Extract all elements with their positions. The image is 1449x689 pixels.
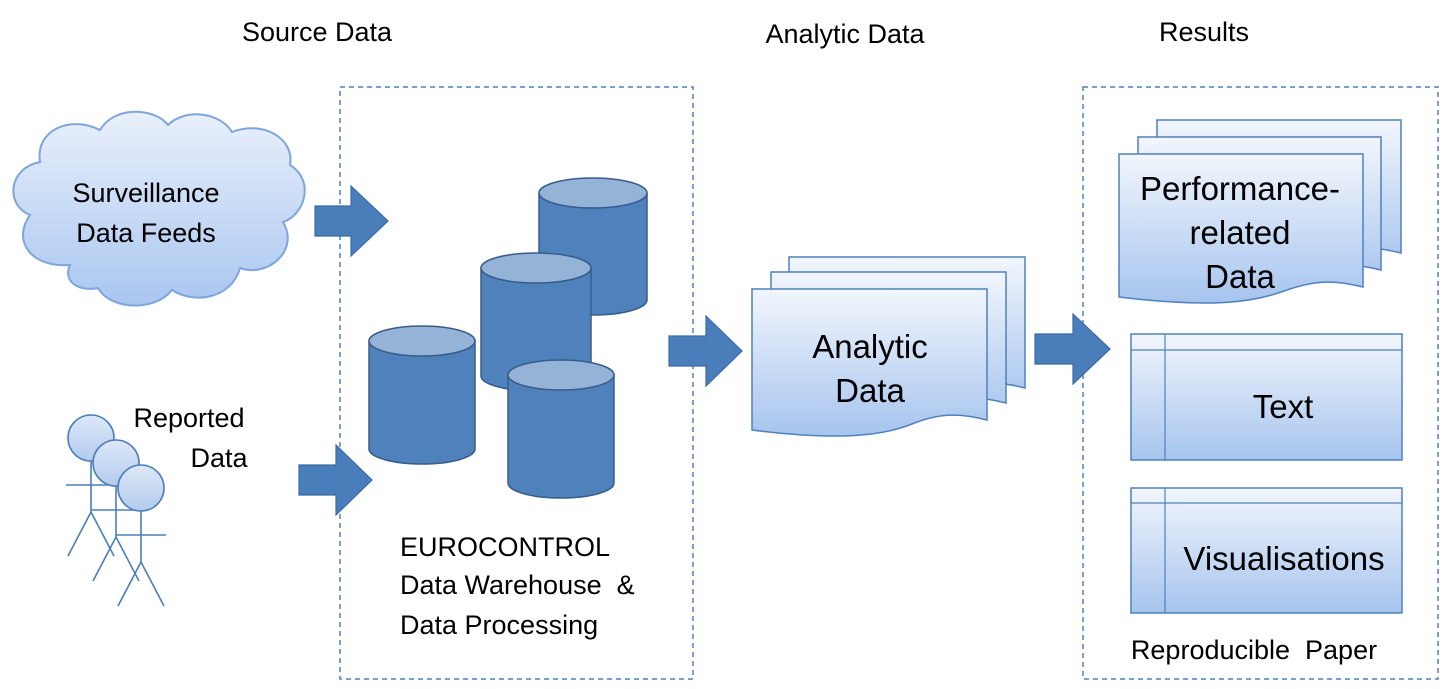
performance-label-line3: Data [1205, 258, 1275, 295]
arrow-reported-to-warehouse [298, 443, 373, 517]
stick-figures-icon [66, 414, 166, 607]
analytic-doc-label-line2: Data [835, 372, 905, 409]
warehouse-label-line3: Data Processing [400, 610, 598, 640]
visualisations-panel-label: Visualisations [1183, 540, 1384, 577]
results-dashed-box [1082, 86, 1439, 680]
visualisations-panel-icon [1130, 487, 1403, 614]
text-panel-label: Text [1253, 388, 1314, 425]
reported-label-line2: Data [190, 443, 248, 473]
performance-label-line2: related [1190, 214, 1291, 251]
arrow-warehouse-to-analytic [668, 314, 743, 388]
document-stack-icon [1118, 119, 1402, 304]
cloud-icon [12, 110, 306, 307]
analytic-doc-label-line1: Analytic [812, 328, 928, 365]
arrow-surveillance-to-warehouse [314, 184, 389, 258]
header-source-data: Source Data [242, 17, 393, 47]
warehouse-label-line1: EUROCONTROL [400, 532, 610, 562]
results-caption: Reproducible Paper [1131, 635, 1377, 665]
header-analytic-data: Analytic Data [765, 19, 925, 49]
surveillance-label-line1: Surveillance [72, 178, 219, 208]
document-stack-icon [751, 256, 1026, 437]
warehouse-dashed-box [339, 86, 694, 680]
database-cylinder-icon [507, 359, 615, 499]
warehouse-label-line2: Data Warehouse & [400, 570, 635, 600]
arrow-analytic-to-results [1034, 312, 1111, 386]
database-cylinder-icon [368, 325, 476, 465]
header-results: Results [1159, 17, 1249, 47]
reported-label-line1: Reported [133, 403, 244, 433]
surveillance-label-line2: Data Feeds [76, 218, 216, 248]
performance-label-line1: Performance- [1140, 170, 1340, 207]
text-panel-icon [1130, 333, 1403, 461]
